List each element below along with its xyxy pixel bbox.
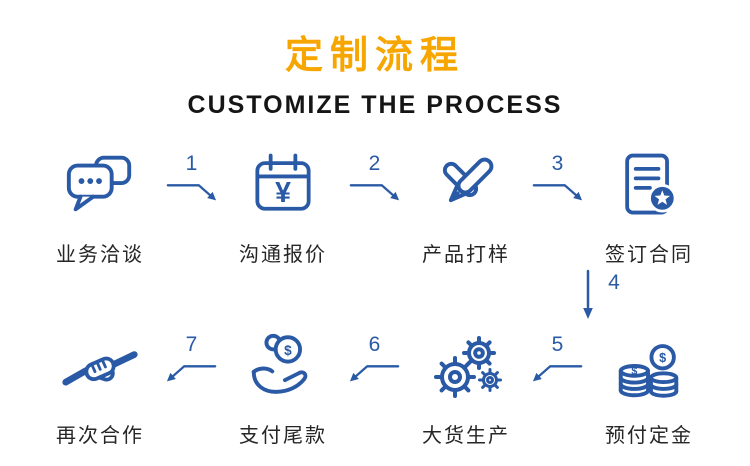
step-business-negotiation: 业务洽谈 (34, 142, 166, 267)
contract-star-icon (611, 142, 687, 228)
right-arrow-icon (349, 184, 400, 201)
step-label: 再次合作 (56, 425, 144, 447)
arrow-number: 1 (185, 152, 198, 175)
step-pay-balance: $ 支付尾款 (217, 323, 349, 448)
flow-arrow-5: 5 (532, 323, 583, 390)
hand-coin-icon: $ (244, 323, 322, 409)
left-arrow-icon (166, 365, 217, 382)
step-label: 签订合同 (605, 244, 693, 266)
flow-diagram: 业务洽谈 1 ¥ (0, 120, 750, 448)
right-arrow-icon (166, 184, 217, 201)
flow-arrow-4: 4 (532, 269, 664, 323)
coins-icon: $ $ (610, 323, 688, 409)
page-title: 定制流程 (284, 35, 465, 77)
step-label: 预付定金 (605, 425, 693, 447)
arrow-number: 6 (368, 333, 381, 356)
handshake-icon (60, 323, 140, 409)
down-arrow-icon (583, 269, 593, 319)
flow-row-1: 业务洽谈 1 ¥ (34, 142, 716, 267)
page-subtitle: CUSTOMIZE THE PROCESS (187, 91, 563, 119)
arrow-number: 2 (368, 152, 381, 175)
flow-arrow-3: 3 (532, 142, 583, 209)
dollar-glyph: $ (631, 365, 637, 377)
flow-arrow-6: 6 (349, 323, 400, 390)
arrow-number: 4 (608, 271, 620, 294)
left-arrow-icon (532, 365, 583, 382)
arrow-number: 7 (185, 333, 198, 356)
left-arrow-icon (349, 365, 400, 382)
step-label: 支付尾款 (239, 425, 327, 447)
right-arrow-icon (532, 184, 583, 201)
dollar-glyph: $ (659, 351, 666, 365)
gears-icon (426, 323, 506, 409)
step-sign-contract: 签订合同 (583, 142, 715, 267)
flow-row-2: 再次合作 7 $ (34, 323, 716, 448)
step-label: 沟通报价 (239, 244, 327, 266)
chat-icon (61, 142, 139, 228)
step-label: 产品打样 (422, 244, 510, 266)
step-product-proofing: 产品打样 (400, 142, 532, 267)
step-cooperate-again: 再次合作 (34, 323, 166, 448)
step-label: 业务洽谈 (56, 244, 144, 266)
flow-arrow-7: 7 (166, 323, 217, 390)
flow-arrow-2: 2 (349, 142, 400, 209)
arrow-number: 5 (551, 333, 564, 356)
down-arrow-row: 4 (34, 267, 716, 323)
calendar-quote-icon: ¥ (245, 142, 321, 228)
yen-glyph: ¥ (275, 177, 291, 209)
header: 定制流程 CUSTOMIZE THE PROCESS (0, 0, 750, 120)
step-mass-production: 大货生产 (400, 323, 532, 448)
pen-proof-icon (427, 142, 505, 228)
arrow-number: 3 (551, 152, 564, 175)
dollar-glyph: $ (284, 343, 292, 358)
flow-arrow-1: 1 (166, 142, 217, 209)
step-prepay-deposit: $ $ 预付定金 (583, 323, 715, 448)
step-label: 大货生产 (422, 425, 510, 447)
step-quote-communication: ¥ 沟通报价 (217, 142, 349, 267)
